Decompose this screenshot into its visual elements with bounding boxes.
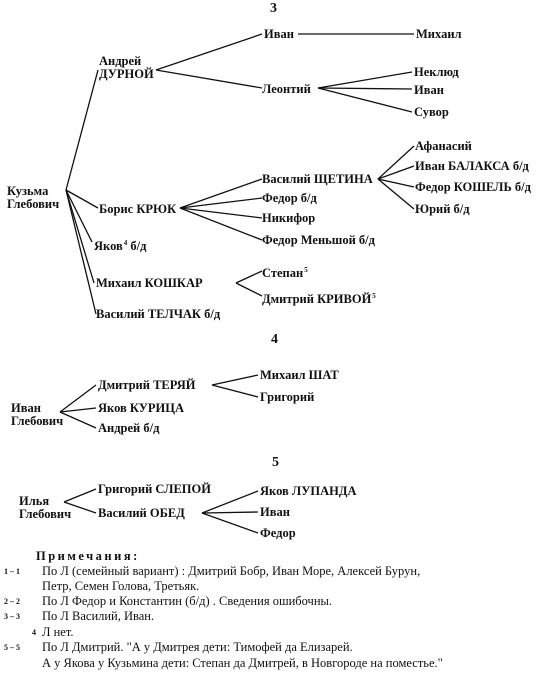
node-fedor-o: Федор [260,526,296,540]
note-3-mark: 3 – 3 [4,612,20,621]
note-4-text: Л нет. [42,624,74,639]
node-stepan: Степан5 [262,264,308,280]
node-kuzma: Кузьма Глебович [7,184,60,211]
note-5-mark: 5 – 5 [4,643,20,652]
node-ivan-glebovich: Иван Глебович [11,401,64,428]
section-number-4: 4 [271,332,278,347]
note-1-mark: 1 – 1 [4,566,20,576]
edge-andrey-ivan [155,33,263,71]
footnote-ref-5a: 5 [304,266,308,274]
node-yakov: Яков4 б/д [94,237,146,253]
node-ivan-a: Иван [264,27,294,41]
node-andrey-bd: Андрей б/д [98,421,160,435]
edge-ilya-grigoriy [63,488,97,503]
note-5: 5 – 5 По Л Дмитрий. "А у Дмитрея дети: Т… [4,640,544,656]
node-ivan-o: Иван [260,505,290,519]
note-2-text: По Л Федор и Константин (б/д) . Сведения… [42,593,333,608]
node-fedor-menshoy: Федор Меньшой б/д [262,233,375,247]
edge-boris-nikifor [179,207,263,219]
node-andrey: Андрей ДУРНОЙ [99,54,154,81]
node-yakov-name: Яков [94,239,123,253]
note-1: 1 – 1 По Л (семейный вариант) : Дмитрий … [4,564,544,580]
note-1-text-cont: Петр, Семен Голова, Третьяк. [42,579,200,593]
node-yakov-kuritsa: Яков КУРИЦА [98,401,184,415]
edge-boris-fedor-menshoy [179,207,263,241]
node-ilya-glebovich: Илья Глебович [19,494,72,521]
edge-boris-vasiliy [179,178,263,209]
node-leontiy: Леонтий [262,82,311,96]
note-1-text: По Л (семейный вариант) : Дмитрий Бобр, … [42,563,421,578]
genealogy-tree-lines [59,33,415,534]
edge-vasiliy-yuriy [377,178,415,210]
section-number-5: 5 [272,455,279,470]
node-nikifor: Никифор [262,211,316,225]
edge-dmitriy-grigoriy [211,384,259,398]
node-yakov-lupanda: Яков ЛУПАНДА [260,484,357,498]
node-ivan-l: Иван [414,83,444,97]
node-mikhail-koshkar: Михаил КОШКАР [96,276,203,290]
node-grigoriy-t: Григорий [260,390,315,404]
edge-ivan-dmitriy [59,384,97,413]
edge-vasiliy-afanasiy [377,145,415,180]
note-3-text: По Л Василий, Иван. [42,609,155,623]
note-2-mark: 2 – 2 [4,596,20,606]
edge-vasiliy-ivan [201,511,259,514]
note-5-text-cont: А у Якова у Кузьмина дети: Степан да Дми… [42,655,443,670]
edge-kuzma-boris [65,189,99,209]
node-dmitriy-krivoy: Дмитрий КРИВОЙ5 [262,290,376,306]
node-vasiliy-shchetina: Василий ЩЕТИНА [262,172,373,186]
edge-ilya-vasiliy [63,501,97,514]
note-5-text: По Л Дмитрий. "А у Дмитрея дети: Тимофей… [42,640,353,654]
edge-kuzma-yakov [65,189,93,243]
edge-vasiliy-yakov-lupanda [201,490,259,514]
node-neklyud: Неклюд [414,65,459,79]
edge-leontiy-ivan [317,87,413,90]
node-vasiliy-telchak: Василий ТЕЛЧАК б/д [96,307,221,321]
footnote-ref-4: 4 [123,239,128,247]
footnote-ref-5b: 5 [372,292,376,300]
notes-title: Примечания: [36,549,140,563]
edge-leontiy-suvor [317,87,413,113]
edge-boris-fedor [179,197,263,209]
edge-vasiliy-fedor-koshel [377,178,415,188]
node-afanasiy: Афанасий [415,139,472,153]
node-mikhail-a: Михаил [416,27,462,41]
edge-ivan-andrey [59,411,97,429]
section-number-3: 3 [270,1,277,16]
edge-andrey-leontiy [155,69,263,89]
node-dmitriy-teryay: Дмитрий ТЕРЯЙ [98,378,196,392]
node-grigoriy-slepoy: Григорий СЛЕПОЙ [98,482,211,496]
node-vasiliy-obed: Василий ОБЕД [98,506,185,520]
node-yakov-status: б/д [130,239,147,253]
node-dmitriy-krivoy-name: Дмитрий КРИВОЙ [262,292,372,306]
notes-section: Примечания: 1 – 1 По Л (семейный вариант… [4,549,544,670]
edge-ivan-yakov [59,407,97,413]
node-suvor: Сувор [414,105,449,119]
node-mikhail-shat: Михаил ШАТ [260,368,339,382]
note-3: 3 – 3 По Л Василий, Иван. [4,609,544,625]
edge-dmitriy-mikhail-shat [211,374,259,386]
node-fedor-koshel: Федор КОШЕЛЬ б/д [415,180,531,194]
note-4-mark: 4 [32,627,36,637]
edge-leontiy-neklyud [317,71,413,89]
node-fedor-bd: Федор б/д [262,191,317,205]
node-boris: Борис КРЮК [99,202,177,216]
edge-vasiliy-fedor [201,512,259,534]
note-4: 4 Л нет. [4,625,544,641]
edge-vasiliy-ivan-balaksa [377,165,415,180]
edge-kuzma-vasiliy [65,189,97,315]
edge-mikhail-stepan [235,270,263,284]
node-stepan-name: Степан [262,266,304,280]
edge-kuzma-andrey [65,69,99,191]
note-2: 2 – 2 По Л Федор и Константин (б/д) . Св… [4,594,544,610]
edge-kuzma-mikhail [65,189,95,284]
edge-mikhail-dmitriy [235,282,263,297]
node-yuriy: Юрий б/д [415,202,470,216]
node-ivan-balaksa: Иван БАЛАКСА б/д [415,159,529,173]
